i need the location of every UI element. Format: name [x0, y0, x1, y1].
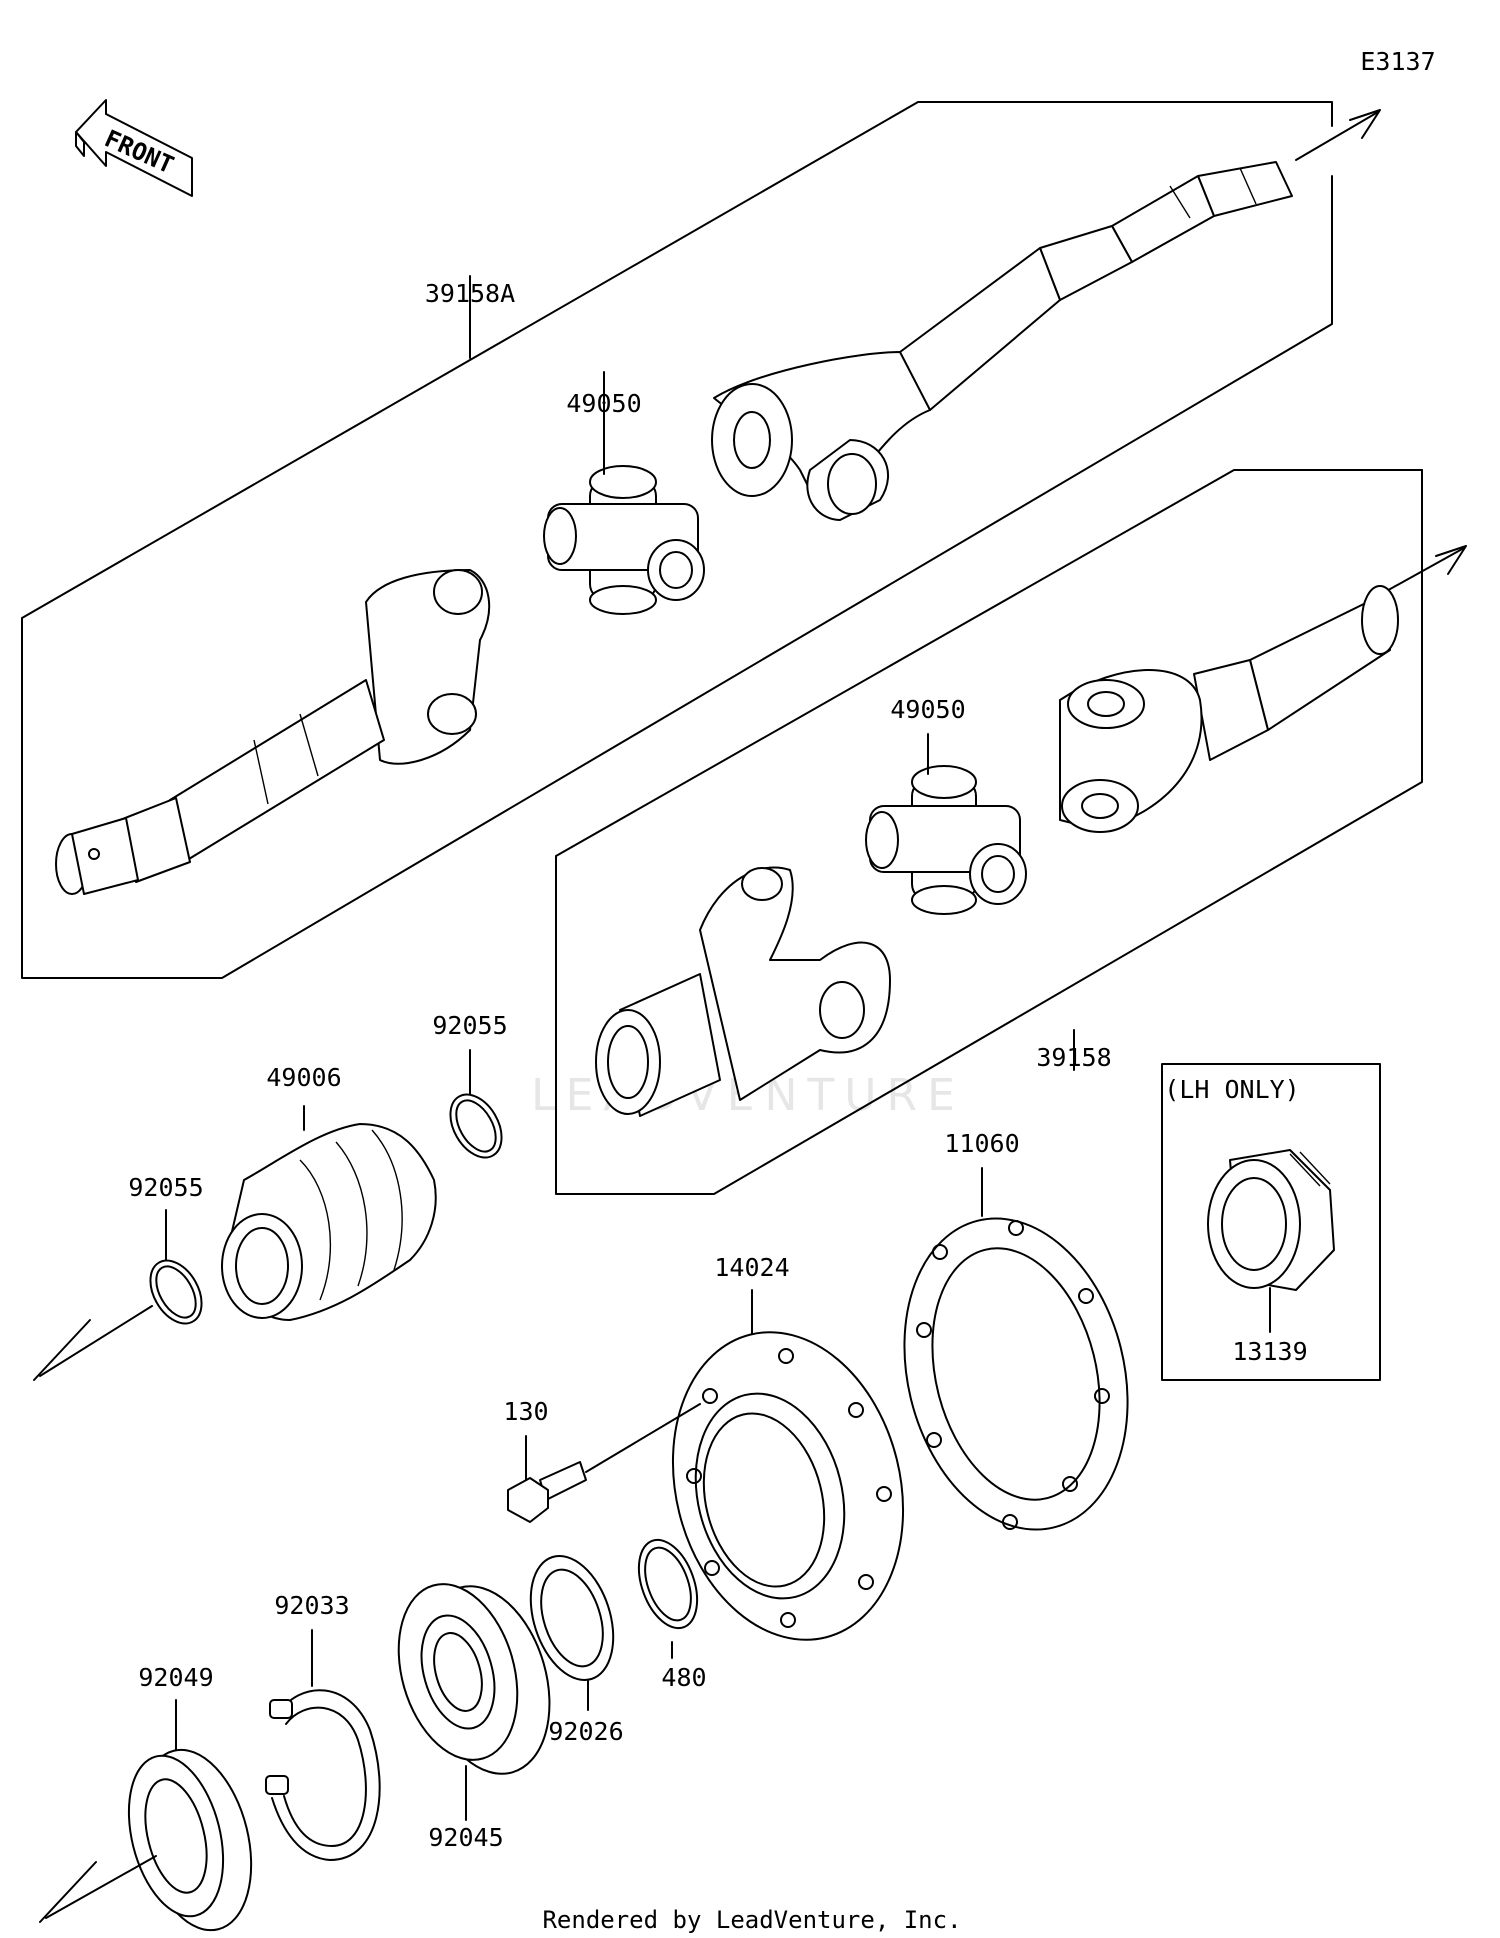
part-label-92033: 92033: [274, 1591, 349, 1620]
shaft-upper-left: [55, 569, 491, 895]
bolt-130[interactable]: 130: [503, 1397, 701, 1523]
part-label-14024: 14024: [714, 1253, 789, 1282]
gasket-11060[interactable]: 11060: [873, 1129, 1159, 1553]
housing-14024[interactable]: 14024: [642, 1253, 935, 1664]
part-label-92055-lower: 92055: [128, 1173, 203, 1202]
shaft-lower-left: [595, 866, 891, 1117]
part-label-11060: 11060: [944, 1129, 1019, 1158]
boot-49006[interactable]: 49006: [221, 1063, 437, 1321]
universal-joint-upper: 49050: [543, 371, 705, 615]
part-label-39158A: 39158A: [425, 279, 515, 308]
o-ring-92055-upper[interactable]: 92055: [432, 1011, 512, 1166]
part-label-13139: 13139: [1232, 1337, 1307, 1366]
front-arrow-icon: FRONT: [75, 99, 193, 197]
part-label-39158: 39158: [1036, 1043, 1111, 1072]
shaft-lower-right: [1059, 585, 1399, 833]
part-label-130: 130: [503, 1397, 548, 1426]
part-label-92049: 92049: [138, 1663, 213, 1692]
circlip-480[interactable]: 480: [628, 1532, 708, 1692]
shaft-assembly-39158A[interactable]: 39158A 49050: [21, 101, 1381, 979]
shaft-upper-right: [711, 161, 1293, 521]
bearing-92045[interactable]: 92045: [379, 1570, 570, 1852]
part-label-480: 480: [661, 1663, 706, 1692]
part-label-92045: 92045: [428, 1823, 503, 1852]
lh-only-box[interactable]: (LH ONLY) 13139: [1161, 1063, 1381, 1381]
diagram-code: E3137: [1360, 47, 1435, 76]
lh-only-label: (LH ONLY): [1164, 1075, 1299, 1104]
part-label-92026: 92026: [548, 1717, 623, 1746]
part-label-49050-lower: 49050: [890, 695, 965, 724]
shaft-assembly-39158[interactable]: 49050 39158: [555, 469, 1467, 1195]
o-ring-92055-lower[interactable]: 92055: [33, 1173, 212, 1381]
snap-ring-92033[interactable]: 92033: [265, 1591, 381, 1861]
shim-92026[interactable]: 92026: [516, 1545, 628, 1746]
part-label-49006: 49006: [266, 1063, 341, 1092]
part-label-49050-upper: 49050: [566, 389, 641, 418]
part-label-92055-upper: 92055: [432, 1011, 507, 1040]
credit-text: Rendered by LeadVenture, Inc.: [542, 1906, 961, 1934]
sleeve-13139: [1207, 1149, 1335, 1291]
seal-92049[interactable]: 92049: [39, 1663, 269, 1938]
universal-joint-lower: 49050: [865, 695, 1027, 915]
